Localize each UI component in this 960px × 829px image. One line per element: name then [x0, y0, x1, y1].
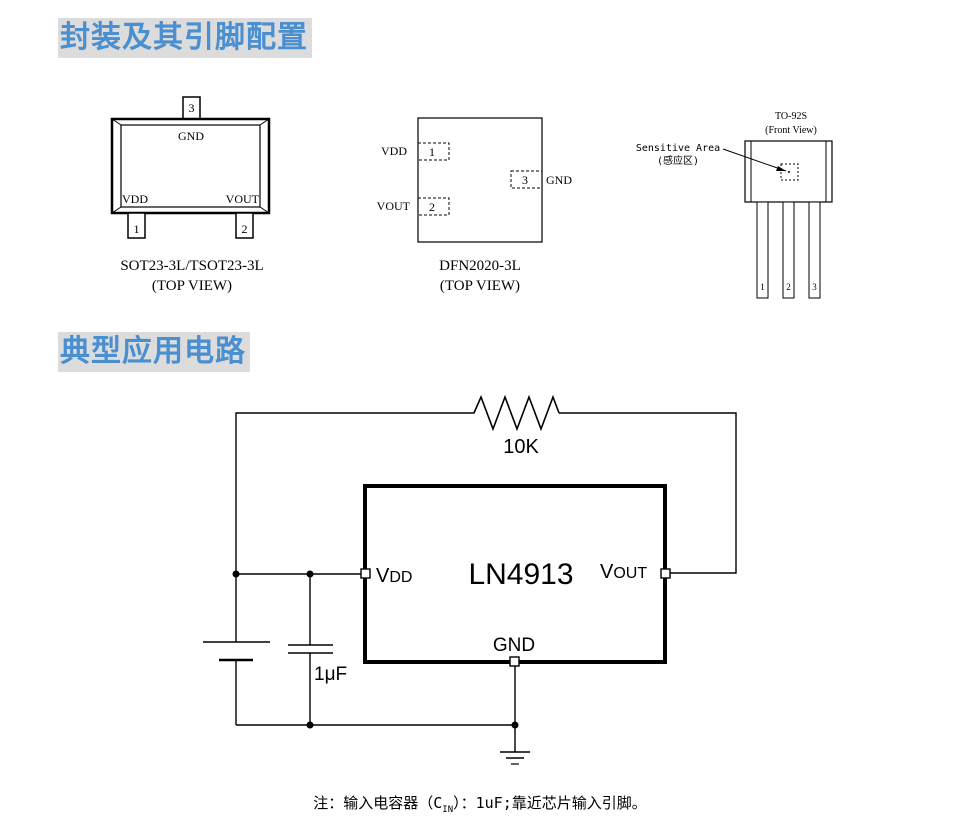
pin-vdd [360, 568, 371, 579]
junction-dot [306, 721, 314, 729]
to92-lead-3-number: 3 [812, 282, 817, 292]
to92-lead-1 [756, 201, 769, 299]
to92-sensitive-label: Sensitive Area [636, 143, 720, 154]
to92-lead-2 [782, 201, 795, 299]
sot23-inner-outline [120, 124, 261, 208]
sot23-package: 3 GND VDD VOUT 1 2 SOT23-3L/TSOT23-3L (T… [110, 96, 271, 294]
section-heading-circuit: 典型应用电路 [58, 332, 250, 372]
gnd-label: GND [493, 635, 535, 656]
sot23-caption-line2: (TOP VIEW) [152, 278, 232, 294]
dfn-caption-line2: (TOP VIEW) [440, 278, 520, 294]
dfn-pad-3 [510, 170, 543, 189]
vout-label: VOUT [600, 561, 647, 583]
section-heading-package: 封装及其引脚配置 [58, 18, 312, 58]
resistor-label: 10K [503, 436, 539, 458]
dfn-package: 1 2 3 VDD VOUT GND DFN2020-3L (TOP VIEW) [377, 117, 572, 294]
dfn-pad-2 [417, 197, 450, 216]
resistor-10k [469, 394, 560, 432]
to92-sensitive-label-cn: (感应区) [657, 154, 699, 167]
to92-lead-1-number: 1 [760, 282, 765, 292]
to92-package: TO-92S (Front View) Sensitive Area (感应区)… [636, 111, 833, 299]
dfn-gnd-label: GND [546, 173, 572, 187]
sot23-pin-2 [235, 212, 254, 239]
dfn-pad-1-number: 1 [429, 145, 435, 159]
application-circuit [203, 394, 737, 765]
dfn-caption-line1: DFN2020-3L [439, 258, 521, 274]
wire-left-top [235, 412, 469, 642]
dfn-pad-2-number: 2 [429, 200, 435, 214]
sot23-pin-3-number: 3 [189, 101, 195, 115]
dfn-body [417, 117, 543, 243]
to92-lead-2-number: 2 [786, 282, 791, 292]
dfn-vdd-label: VDD [381, 144, 407, 158]
to92-body [744, 140, 833, 203]
junction-dot [306, 570, 314, 578]
junction-dot [232, 570, 240, 578]
footnote: 注：输入电容器（CIN）：1uF;靠近芯片输入引脚。 [313, 794, 647, 815]
wire-right-feedback [559, 412, 737, 574]
pin-gnd [509, 656, 520, 667]
sot23-gnd-label: GND [178, 129, 204, 143]
sot23-vout-label: VOUT [226, 192, 260, 206]
pin-vout [660, 568, 671, 579]
to92-title: TO-92S [775, 111, 807, 122]
vdd-label: VDD [376, 565, 412, 587]
dfn-pad-3-number: 3 [522, 173, 528, 187]
to92-lead-3 [808, 201, 821, 299]
chip-name: LN4913 [468, 558, 573, 591]
to92-sensitive-area [780, 163, 799, 181]
sot23-body [110, 117, 271, 215]
sot23-caption-line1: SOT23-3L/TSOT23-3L [120, 258, 263, 274]
sot23-pin-2-number: 2 [242, 222, 248, 236]
sot23-pin-1 [127, 212, 146, 239]
circuit-labels: 10K LN4913 VDD VOUT GND 1μF [314, 436, 647, 685]
to92-subtitle: (Front View) [765, 125, 817, 136]
capacitor-label: 1μF [314, 664, 347, 685]
to92-sensitive-arrow [722, 148, 787, 172]
sot23-vdd-label: VDD [122, 192, 148, 206]
junction-dot [511, 721, 519, 729]
dfn-pad-1 [417, 142, 450, 161]
chip-body [363, 484, 667, 664]
dfn-vout-label: VOUT [377, 199, 411, 213]
sot23-pin-1-number: 1 [134, 222, 140, 236]
